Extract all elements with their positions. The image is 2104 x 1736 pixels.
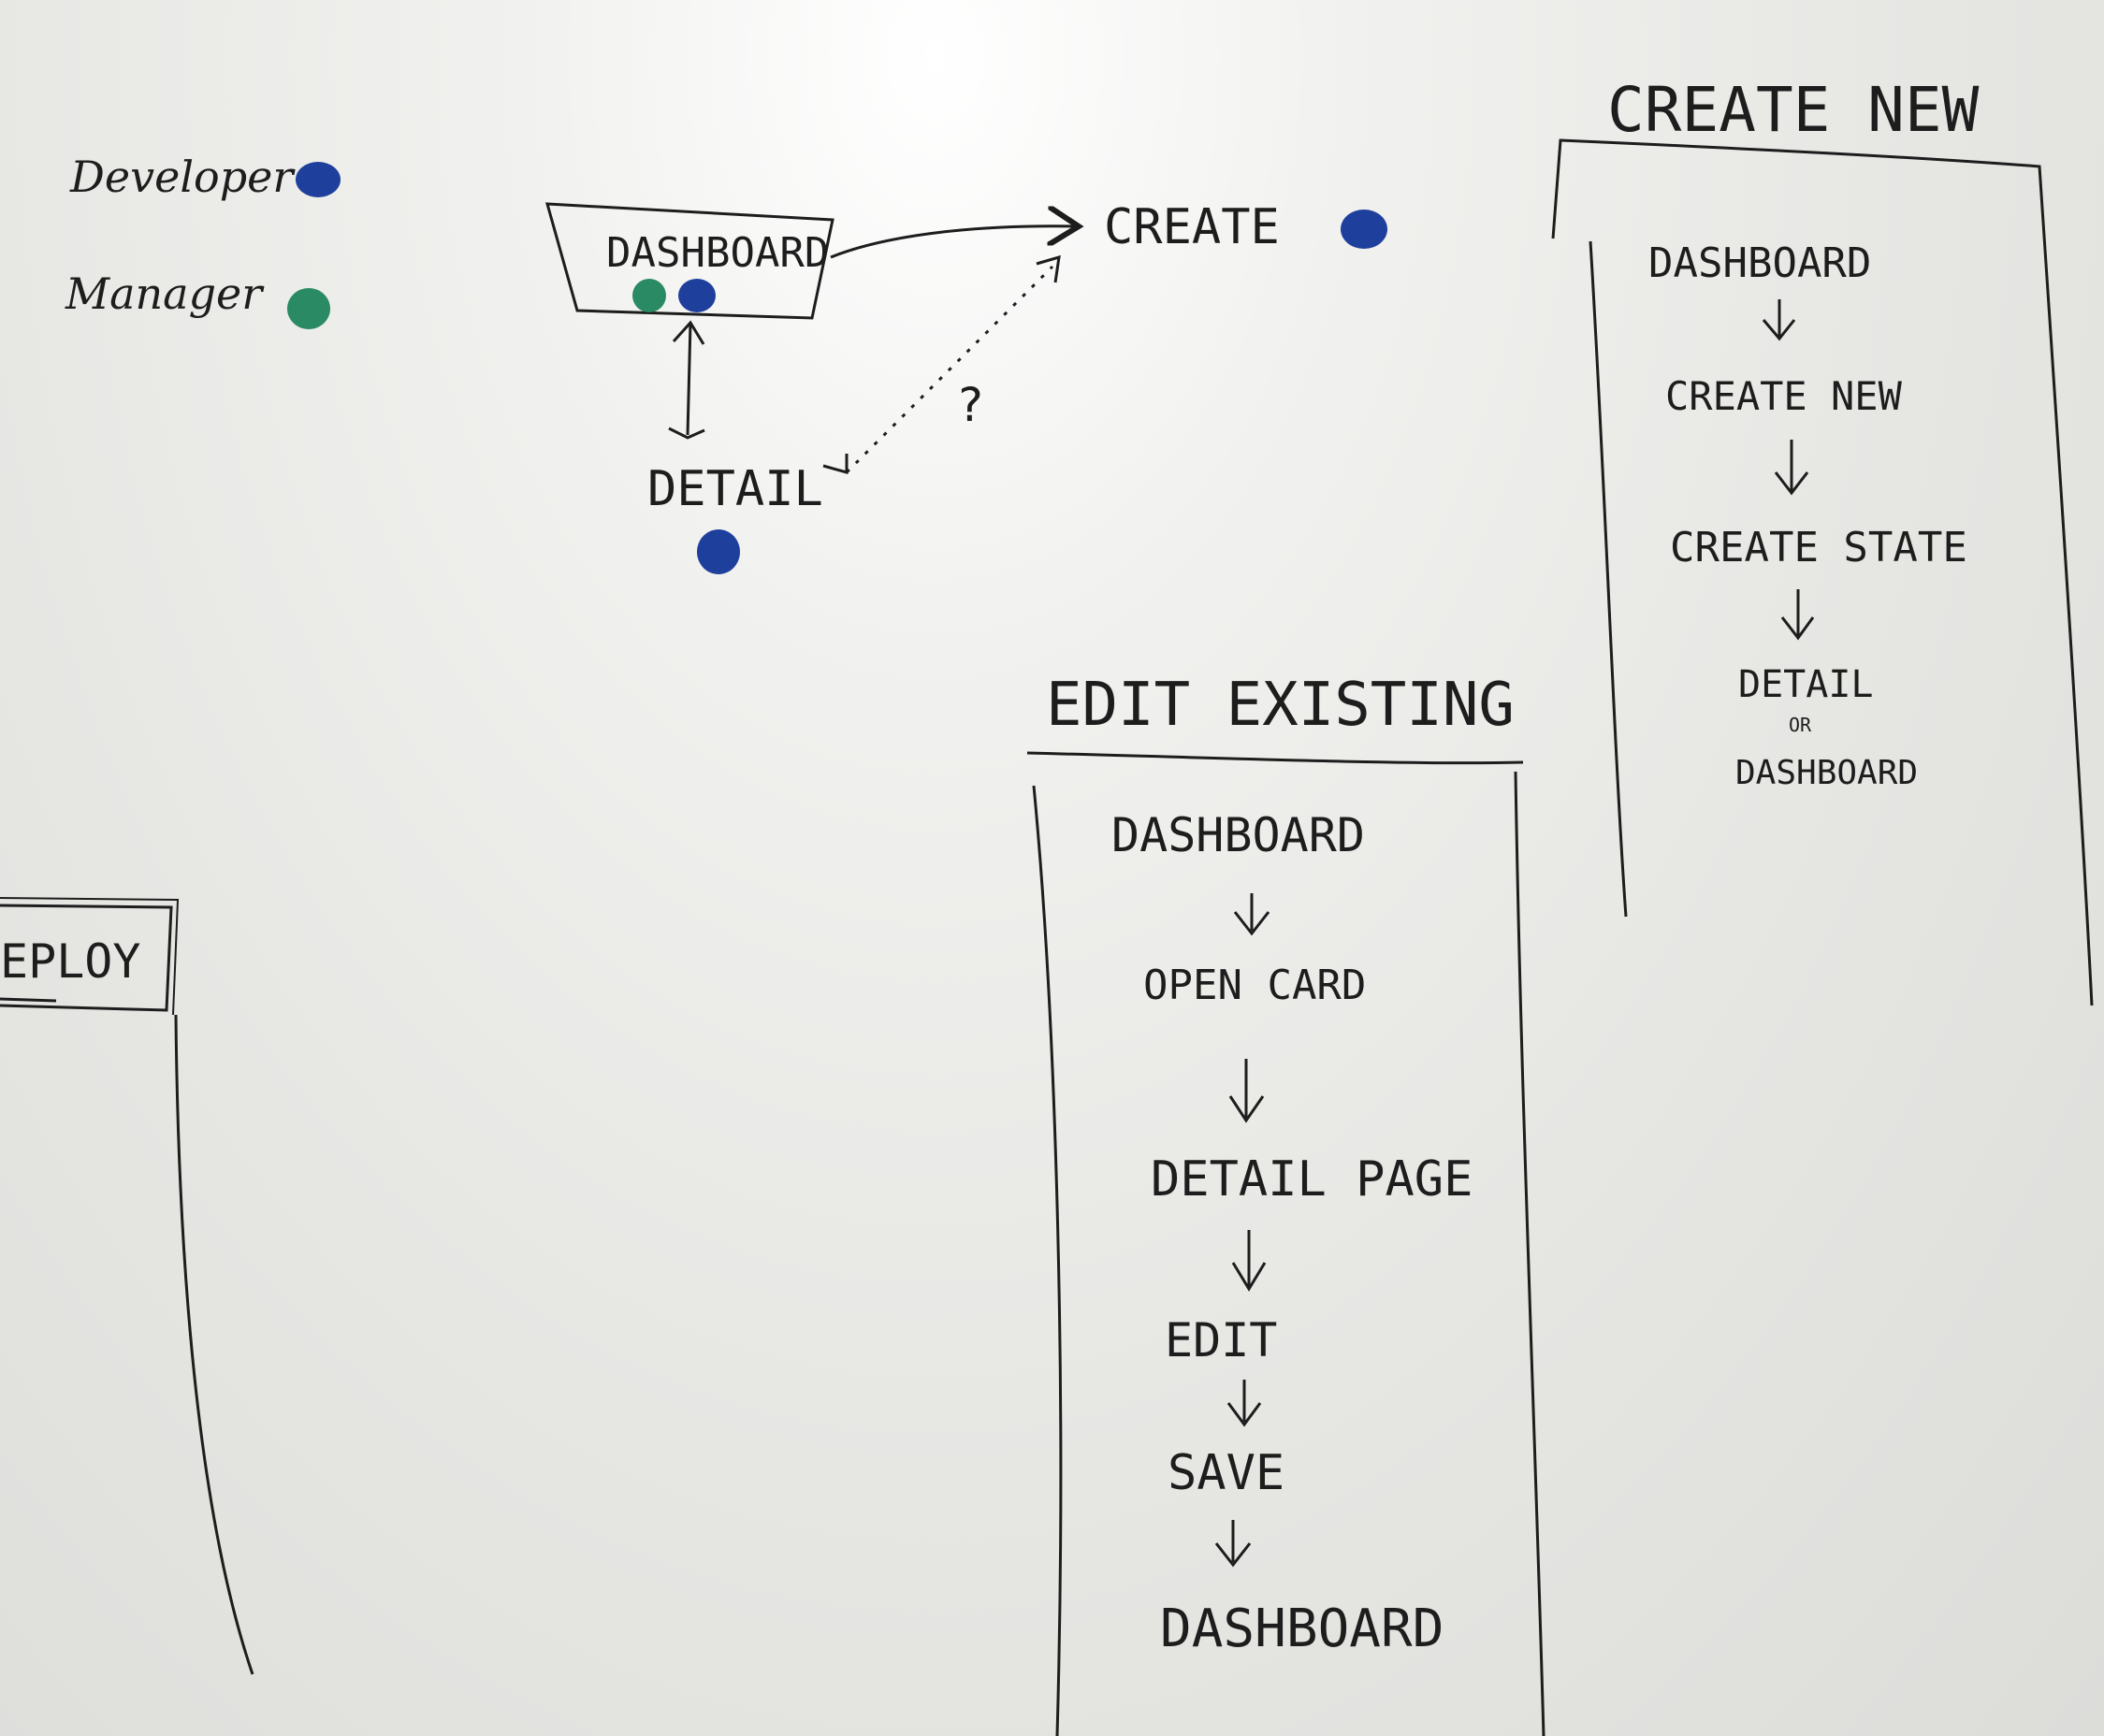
edit-existing-arrow-3 — [1231, 1230, 1267, 1292]
dashboard-node-label: DASHBOARD — [606, 229, 829, 277]
edit-existing-step-3: DETAIL PAGE — [1151, 1151, 1473, 1208]
edit-existing-arrow-2 — [1228, 1059, 1265, 1123]
edit-existing-left-border — [1032, 785, 1063, 1736]
edit-existing-arrow-4 — [1226, 1380, 1262, 1427]
create-new-arrow-1 — [1762, 299, 1796, 341]
create-new-step-4: DETAIL — [1738, 663, 1874, 706]
detail-to-create-dotted-arrow — [845, 265, 1054, 474]
edit-existing-step-4: EDIT — [1165, 1313, 1277, 1367]
deploy-box — [0, 904, 173, 1012]
deploy-right-border — [174, 1014, 254, 1675]
create-new-left-border — [1589, 240, 1628, 918]
dashboard-box — [544, 202, 834, 320]
dashboard-to-create-arrow — [830, 226, 1076, 259]
edit-existing-step-2: OPEN CARD — [1143, 962, 1366, 1009]
legend-manager-dot — [287, 288, 330, 329]
create-new-step-2: CREATE NEW — [1665, 373, 1903, 419]
legend-developer-label: Developer — [69, 152, 296, 202]
create-new-step-5: DASHBOARD — [1735, 754, 1918, 792]
deploy-underline — [0, 997, 57, 1003]
create-new-step-or: OR — [1789, 714, 1812, 736]
create-developer-dot — [1341, 210, 1387, 249]
dashboard-detail-arrowhead-down — [668, 427, 705, 440]
create-new-arrow-3 — [1780, 589, 1815, 641]
deploy-label: EPLOY — [0, 934, 141, 989]
create-new-title: CREATE NEW — [1607, 74, 1980, 146]
dashboard-detail-arrow — [686, 322, 692, 436]
create-new-step-1: DASHBOARD — [1648, 239, 1871, 287]
edit-existing-step-6: DASHBOARD — [1160, 1599, 1444, 1659]
edit-existing-underline — [1026, 751, 1524, 765]
deploy-box-outer — [0, 897, 180, 1016]
edit-existing-arrow-5 — [1214, 1520, 1252, 1568]
create-new-step-3: CREATE STATE — [1670, 524, 1967, 571]
create-to-detail-arrowhead — [822, 454, 849, 474]
dashboard-manager-dot — [632, 279, 666, 312]
edit-existing-right-border — [1514, 771, 1545, 1736]
detail-to-create-arrowhead — [1036, 254, 1061, 283]
dashboard-developer-dot — [678, 279, 716, 312]
detail-developer-dot — [697, 529, 740, 574]
edit-existing-step-1: DASHBOARD — [1111, 808, 1365, 862]
edit-existing-step-5: SAVE — [1168, 1445, 1284, 1501]
create-new-arrow-2 — [1774, 440, 1809, 496]
create-new-frame — [1551, 138, 2094, 1006]
legend-developer-dot — [296, 162, 341, 197]
edit-existing-title: EDIT EXISTING — [1046, 671, 1515, 740]
detail-node-label: DETAIL — [647, 461, 823, 517]
question-mark: ? — [956, 378, 984, 432]
legend-manager-label: Manager — [65, 268, 265, 319]
create-node-label: CREATE — [1104, 199, 1280, 255]
edit-existing-arrow-1 — [1233, 893, 1270, 936]
dashboard-detail-arrowhead-up — [672, 320, 705, 345]
